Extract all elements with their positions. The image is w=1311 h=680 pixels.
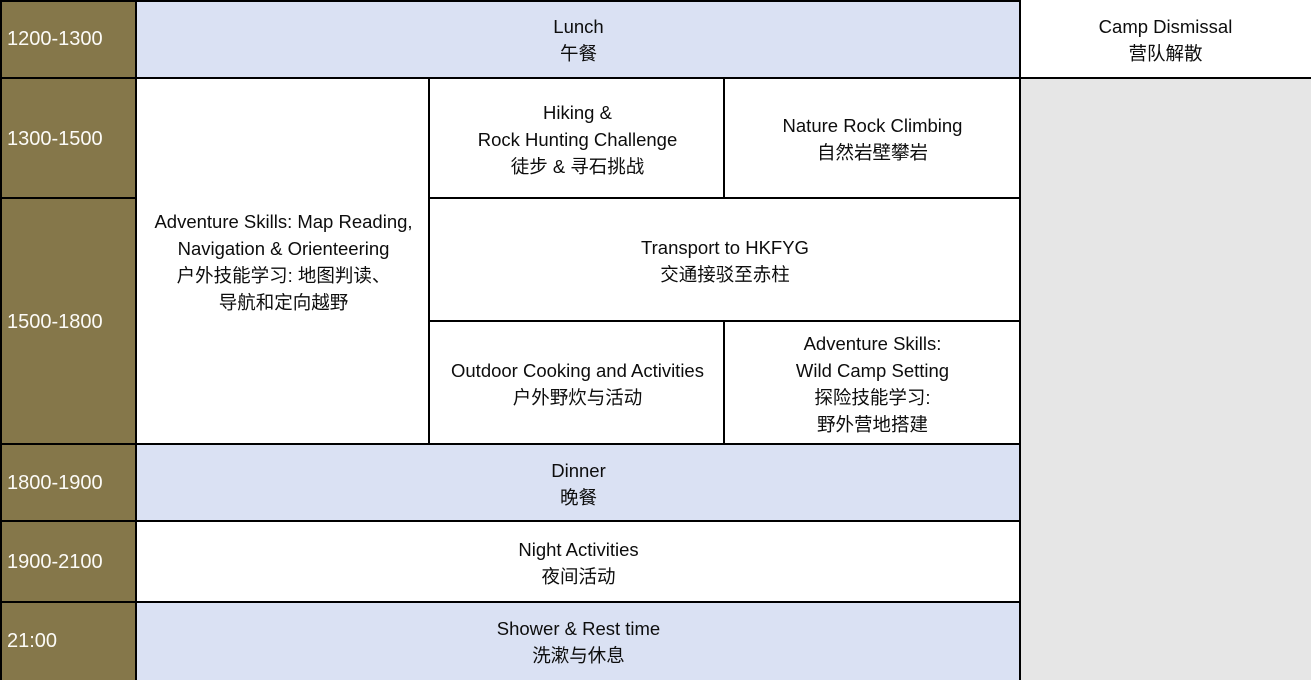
time-label: 21:00: [7, 630, 58, 652]
dismissal-empty-area: [1020, 79, 1311, 680]
time-slot-2100: 21:00: [0, 603, 137, 680]
grid-line-row3-bottom: [0, 443, 1020, 445]
time-label: 1200-1300: [7, 28, 103, 50]
grid-line-top: [0, 0, 1020, 2]
cell-text-zh: 户外技能学习: 地图判读、: [176, 265, 391, 286]
cell-text-en: Lunch: [553, 15, 604, 37]
cell-text-zh: 徒步 & 寻石挑战: [510, 155, 645, 177]
cell-text-zh: 夜间活动: [541, 565, 616, 587]
grid-line-content-right: [1019, 0, 1021, 680]
time-label: 1300-1500: [7, 127, 103, 150]
grid-line-colC-right-upper: [723, 77, 725, 199]
grid-line-colB-right: [428, 77, 430, 445]
cell-text-zh: 洗漱与休息: [532, 644, 625, 666]
time-slot-1200-1300: 1200-1300: [0, 0, 137, 79]
cell-text-zh: 探险技能学习:: [814, 386, 931, 408]
cell-text-en: Transport to HKFYG: [641, 236, 809, 258]
grid-line-row4-bottom: [0, 520, 1020, 522]
grid-line-row1-bottom: [0, 77, 1311, 79]
cell-text-en: Adventure Skills: Map Reading,: [154, 211, 413, 232]
time-slot-1300-1500: 1300-1500: [0, 79, 137, 199]
cell-nature-rock-climbing: Nature Rock Climbing 自然岩壁攀岩: [725, 79, 1020, 199]
cell-camp-dismissal: Camp Dismissal 营队解散: [1020, 0, 1311, 79]
time-slot-1500-1800: 1500-1800: [0, 199, 137, 445]
grid-line-row2-bottom-timecol: [0, 197, 137, 199]
cell-text-en: Nature Rock Climbing: [782, 115, 963, 136]
cell-text-en: Shower & Rest time: [496, 617, 661, 639]
cell-text-en: Wild Camp Setting: [795, 359, 950, 381]
grid-line-row5-bottom: [0, 601, 1020, 603]
cell-lunch: Lunch 午餐: [137, 0, 1020, 79]
cell-text-zh: 晚餐: [559, 486, 597, 508]
cell-dinner: Dinner 晚餐: [137, 445, 1020, 522]
cell-text-en: Dinner: [551, 459, 606, 481]
cell-text-en: Adventure Skills:: [803, 332, 942, 354]
cell-shower-rest: Shower & Rest time 洗漱与休息: [137, 603, 1020, 680]
cell-text-en: Rock Hunting Challenge: [477, 128, 678, 150]
time-label: 1800-1900: [7, 472, 103, 494]
time-label: 1500-1800: [7, 310, 103, 333]
cell-text-en: Hiking &: [543, 101, 612, 123]
cell-adventure-skills-map-reading: Adventure Skills: Map Reading, Navigatio…: [137, 79, 430, 445]
cell-wild-camp-setting: Adventure Skills: Wild Camp Setting 探险技能…: [725, 322, 1020, 445]
time-slot-1800-1900: 1800-1900: [0, 445, 137, 522]
cell-transport-hkfyg: Transport to HKFYG 交通接驳至赤柱: [430, 199, 1020, 322]
cell-text-en: Navigation & Orienteering: [177, 238, 390, 259]
cell-text-zh: 午餐: [559, 42, 597, 64]
grid-line-timecol-right: [135, 0, 137, 680]
time-slot-1900-2100: 1900-2100: [0, 522, 137, 603]
cell-night-activities: Night Activities 夜间活动: [137, 522, 1020, 603]
cell-text-en: Camp Dismissal: [1098, 15, 1233, 37]
cell-text-zh: 营队解散: [1128, 42, 1203, 64]
cell-hiking-rock-hunting: Hiking & Rock Hunting Challenge 徒步 & 寻石挑…: [430, 79, 725, 199]
grid-line-left-edge: [0, 0, 2, 680]
cell-text-zh: 野外营地搭建: [816, 413, 928, 435]
cell-text-en: Outdoor Cooking and Activities: [451, 359, 704, 381]
grid-line-row2-bottom: [430, 197, 1020, 199]
cell-text-en: Night Activities: [518, 538, 639, 560]
cell-outdoor-cooking: Outdoor Cooking and Activities 户外野炊与活动: [430, 322, 725, 445]
grid-line-colC-right-lower: [723, 320, 725, 445]
grid-line-transport-bottom: [430, 320, 1020, 322]
cell-text-zh: 户外野炊与活动: [512, 386, 643, 408]
cell-text-zh: 自然岩壁攀岩: [816, 142, 928, 163]
cell-text-zh: 交通接驳至赤柱: [660, 263, 790, 285]
time-label: 1900-2100: [7, 551, 103, 573]
cell-text-zh: 导航和定向越野: [218, 292, 349, 313]
